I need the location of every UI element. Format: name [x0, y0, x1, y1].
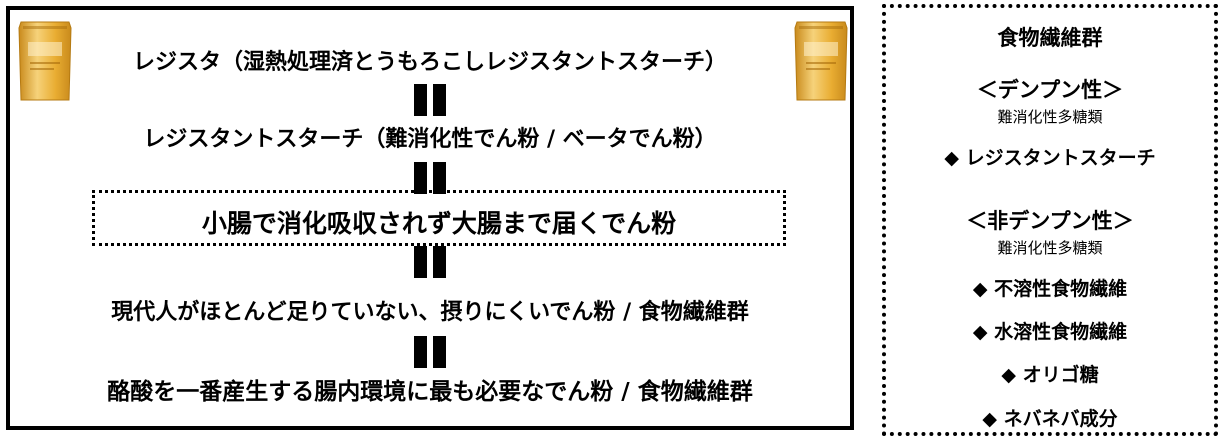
- list-item: ◆ ネバネバ成分: [982, 408, 1118, 430]
- list-item: ◆ 水溶性食物繊維: [972, 321, 1128, 343]
- list-item: ◆ オリゴ糖: [1001, 364, 1099, 386]
- equivalence-mark-4: [414, 336, 446, 368]
- line-butyrate-production: 酪酸を一番産生する腸内環境に最も必要なでん粉 / 食物繊維群: [107, 379, 753, 405]
- starch-category-heading: ＜デンプン性＞: [976, 78, 1124, 102]
- equivalence-mark-2: [414, 162, 446, 194]
- highlight-box: 小腸で消化吸収されず大腸まで届くでん粉: [92, 190, 786, 246]
- list-item: ◆ レジスタントスターチ: [944, 147, 1156, 169]
- highlight-text: 小腸で消化吸収されず大腸まで届くでん粉: [201, 209, 677, 238]
- line-resistant-starch-definition: レジスタントスターチ（難消化性でん粉 / ベータでん粉）: [143, 127, 717, 152]
- fiber-group-title: 食物繊維群: [997, 26, 1103, 50]
- equivalence-mark-3: [414, 246, 446, 278]
- line-regista-definition: レジスタ（湿熱処理済とうもろこしレジスタントスターチ）: [132, 50, 727, 75]
- line-modern-shortage: 現代人がほとんど足りていない、摂りにくいでん粉 / 食物繊維群: [111, 300, 749, 325]
- equivalence-mark-1: [414, 84, 446, 116]
- list-item: ◆ 不溶性食物繊維: [972, 278, 1128, 300]
- starch-category-subtitle: 難消化性多糖類: [997, 108, 1103, 126]
- nonstarch-category-heading: ＜非デンプン性＞: [966, 209, 1134, 233]
- nonstarch-category-subtitle: 難消化性多糖類: [997, 239, 1103, 257]
- fiber-group-panel: 食物繊維群 ＜デンプン性＞ 難消化性多糖類 ◆ レジスタントスターチ ＜非デンプ…: [882, 4, 1218, 436]
- left-explanation-panel: レジスタ（湿熱処理済とうもろこしレジスタントスターチ） レジスタントスターチ（難…: [6, 6, 854, 430]
- product-pouch-image-left: [18, 21, 72, 101]
- product-pouch-image-right: [794, 21, 848, 101]
